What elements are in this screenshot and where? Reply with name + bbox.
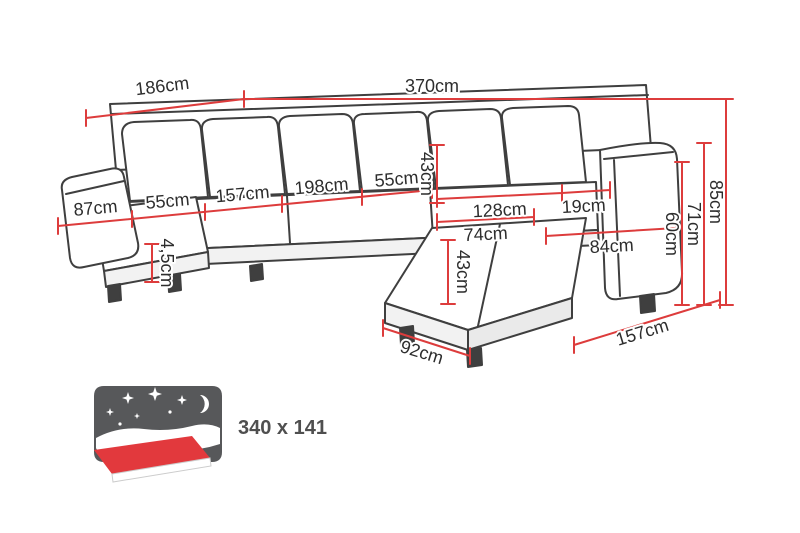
dim-label-128: 128cm (472, 199, 527, 222)
back-cushion-6 (500, 105, 587, 186)
sofa-drawing (60, 84, 684, 368)
dimension-lines (57, 90, 734, 365)
dim-label-55b: 55cm (374, 167, 420, 191)
dim-label-60: 60cm (662, 212, 682, 256)
star-dot-2 (118, 422, 122, 426)
right-chaise-front-right (467, 297, 573, 351)
left-chaise-front (103, 251, 210, 288)
dim-line-92 (382, 319, 471, 365)
dim-label-55a: 55cm (145, 189, 191, 213)
dim-label-157-bottom: 157cm (613, 315, 671, 350)
left-armrest (60, 167, 140, 269)
sleeping-dimensions-label: 340 x 141 (238, 417, 327, 439)
dim-line-chaise-depth (440, 239, 456, 305)
stars-icon (106, 387, 187, 426)
dim-line-84 (545, 219, 677, 245)
right-armrest-inner-edge (613, 159, 621, 297)
dim-label-71: 71cm (684, 202, 704, 246)
dim-line-total-height (718, 98, 734, 306)
left-armrest-top-edge (65, 180, 125, 195)
dim-label-186: 186cm (134, 73, 190, 99)
dim-label-4-5: 4,5cm (157, 238, 177, 287)
dim-line-74 (436, 208, 535, 231)
dim-label-74: 74cm (463, 223, 508, 245)
dim-line-left-front-height (144, 243, 160, 283)
bed-base-icon (111, 457, 212, 483)
back-cushion-5 (426, 108, 509, 189)
star-dot-1 (168, 410, 172, 414)
dim-label-19: 19cm (561, 195, 606, 217)
sleeping-function-icon: 340 x 141 (94, 386, 327, 483)
mattress-icon (94, 436, 210, 474)
back-cushion-1 (121, 118, 209, 202)
right-armrest-top-edge (603, 151, 674, 160)
dim-line-seat-height (674, 161, 690, 306)
right-chaise-seam (477, 223, 501, 327)
sofa-legs (107, 263, 656, 368)
dim-label-43-chaise: 43cm (453, 250, 473, 294)
dim-line-seat-row (57, 181, 433, 235)
dim-line-19 (561, 181, 611, 199)
dim-label-87: 87cm (73, 196, 119, 220)
dim-label-84: 84cm (589, 235, 634, 257)
dimension-labels: 186cm 370cm 87cm 55cm 157cm 198cm 55cm 4… (71, 71, 728, 370)
dim-label-370: 370cm (405, 76, 459, 96)
dim-label-43-back: 43cm (417, 152, 437, 196)
moon-icon (200, 395, 209, 413)
dim-label-85: 85cm (706, 180, 726, 224)
dim-line-157-bottom (573, 291, 721, 354)
